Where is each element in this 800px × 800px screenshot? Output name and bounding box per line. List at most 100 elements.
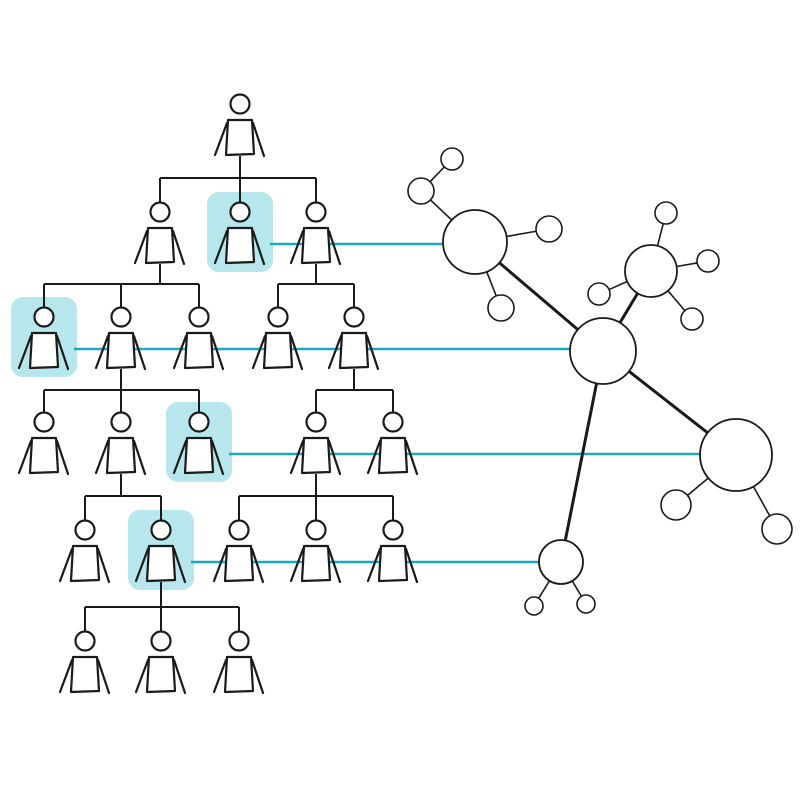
person-left-arm xyxy=(366,439,382,475)
spoke-hub-e-0 xyxy=(538,580,551,599)
person-left-arm xyxy=(94,439,110,475)
person-torso xyxy=(224,118,256,157)
satellite-node-hub-d-0 xyxy=(660,489,692,521)
person-right-arm xyxy=(96,547,111,584)
person-head xyxy=(382,411,404,433)
person-left-arm xyxy=(134,658,150,694)
person-torso xyxy=(69,544,101,583)
person-torso xyxy=(223,544,255,583)
person-right-arm xyxy=(404,547,419,584)
person-left-arm xyxy=(327,334,343,370)
spoke-hub-d-1 xyxy=(752,486,771,517)
person-right-arm xyxy=(96,658,111,695)
person-right-arm xyxy=(250,658,265,695)
spoke-hub-e-1 xyxy=(571,580,583,597)
person-left-arm xyxy=(172,334,188,370)
person-head xyxy=(382,519,404,541)
person-icon-p2d xyxy=(251,306,304,371)
person-left-arm xyxy=(17,334,33,370)
person-icon-p4c xyxy=(212,519,265,584)
person-left-arm xyxy=(213,121,229,157)
person-icon-p3a xyxy=(17,411,70,476)
person-icon-p1a xyxy=(133,201,186,266)
person-icon-p5b xyxy=(134,630,187,695)
person-torso xyxy=(300,436,332,475)
person-right-arm xyxy=(327,229,342,266)
person-right-arm xyxy=(289,334,304,371)
satellite-node-hub-e-1 xyxy=(576,594,596,614)
person-torso xyxy=(144,226,176,265)
person-right-arm xyxy=(210,439,225,476)
person-head xyxy=(110,411,132,433)
person-right-arm xyxy=(132,439,147,476)
spoke-hub-a-1 xyxy=(429,166,445,183)
person-head xyxy=(33,411,55,433)
person-left-arm xyxy=(172,439,188,475)
spoke-hub-b-3 xyxy=(667,290,686,312)
person-left-arm xyxy=(212,547,228,583)
person-torso xyxy=(105,436,137,475)
satellite-node-hub-b-2 xyxy=(587,282,611,306)
person-icon-p3c xyxy=(172,411,225,476)
person-head xyxy=(228,630,250,652)
satellite-node-hub-a-2 xyxy=(535,215,563,243)
person-torso xyxy=(338,331,370,370)
person-right-arm xyxy=(365,334,380,371)
person-right-arm xyxy=(172,658,187,695)
person-head xyxy=(229,201,251,223)
person-left-arm xyxy=(213,229,229,265)
person-head xyxy=(150,519,172,541)
person-left-arm xyxy=(133,229,149,265)
person-right-arm xyxy=(327,439,342,476)
person-icon-p2a xyxy=(17,306,70,371)
person-icon-p3b xyxy=(94,411,147,476)
person-torso xyxy=(145,544,177,583)
person-icon-p2b xyxy=(94,306,147,371)
person-torso xyxy=(300,544,332,583)
spoke-hub-b-0 xyxy=(656,223,665,247)
person-left-arm xyxy=(58,547,74,583)
person-torso xyxy=(69,655,101,694)
hub-link-hub-c-hub-d xyxy=(628,370,709,435)
person-icon-p5c xyxy=(212,630,265,695)
person-head xyxy=(74,519,96,541)
hub-link-hub-c-hub-a xyxy=(498,261,579,331)
person-torso xyxy=(28,436,60,475)
person-head xyxy=(33,306,55,328)
person-head xyxy=(229,93,251,115)
person-icon-p5a xyxy=(58,630,111,695)
person-icon-p4b xyxy=(134,519,187,584)
person-right-arm xyxy=(210,334,225,371)
person-head xyxy=(305,411,327,433)
person-head xyxy=(188,411,210,433)
person-icon-p2c xyxy=(172,306,225,371)
network-graph xyxy=(407,147,793,616)
person-head xyxy=(267,306,289,328)
spoke-hub-a-3 xyxy=(485,271,497,297)
person-head xyxy=(110,306,132,328)
hub-node-hub-e xyxy=(538,539,584,585)
person-right-arm xyxy=(171,229,186,266)
person-torso xyxy=(262,331,294,370)
person-right-arm xyxy=(172,547,187,584)
person-icon-p4a xyxy=(58,519,111,584)
person-head xyxy=(305,201,327,223)
satellite-node-hub-d-1 xyxy=(761,513,793,545)
satellite-node-hub-e-0 xyxy=(524,596,544,616)
person-left-arm xyxy=(58,658,74,694)
person-right-arm xyxy=(251,229,266,266)
hub-link-hub-c-hub-e xyxy=(563,383,599,541)
person-torso xyxy=(300,226,332,265)
person-icon-p4d xyxy=(289,519,342,584)
person-torso xyxy=(183,436,215,475)
person-icon-p3e xyxy=(366,411,419,476)
person-right-arm xyxy=(327,547,342,584)
person-left-arm xyxy=(94,334,110,370)
person-right-arm xyxy=(404,439,419,476)
person-torso xyxy=(223,655,255,694)
hub-node-hub-a xyxy=(442,209,508,275)
spoke-hub-a-2 xyxy=(506,230,537,238)
person-torso xyxy=(377,436,409,475)
